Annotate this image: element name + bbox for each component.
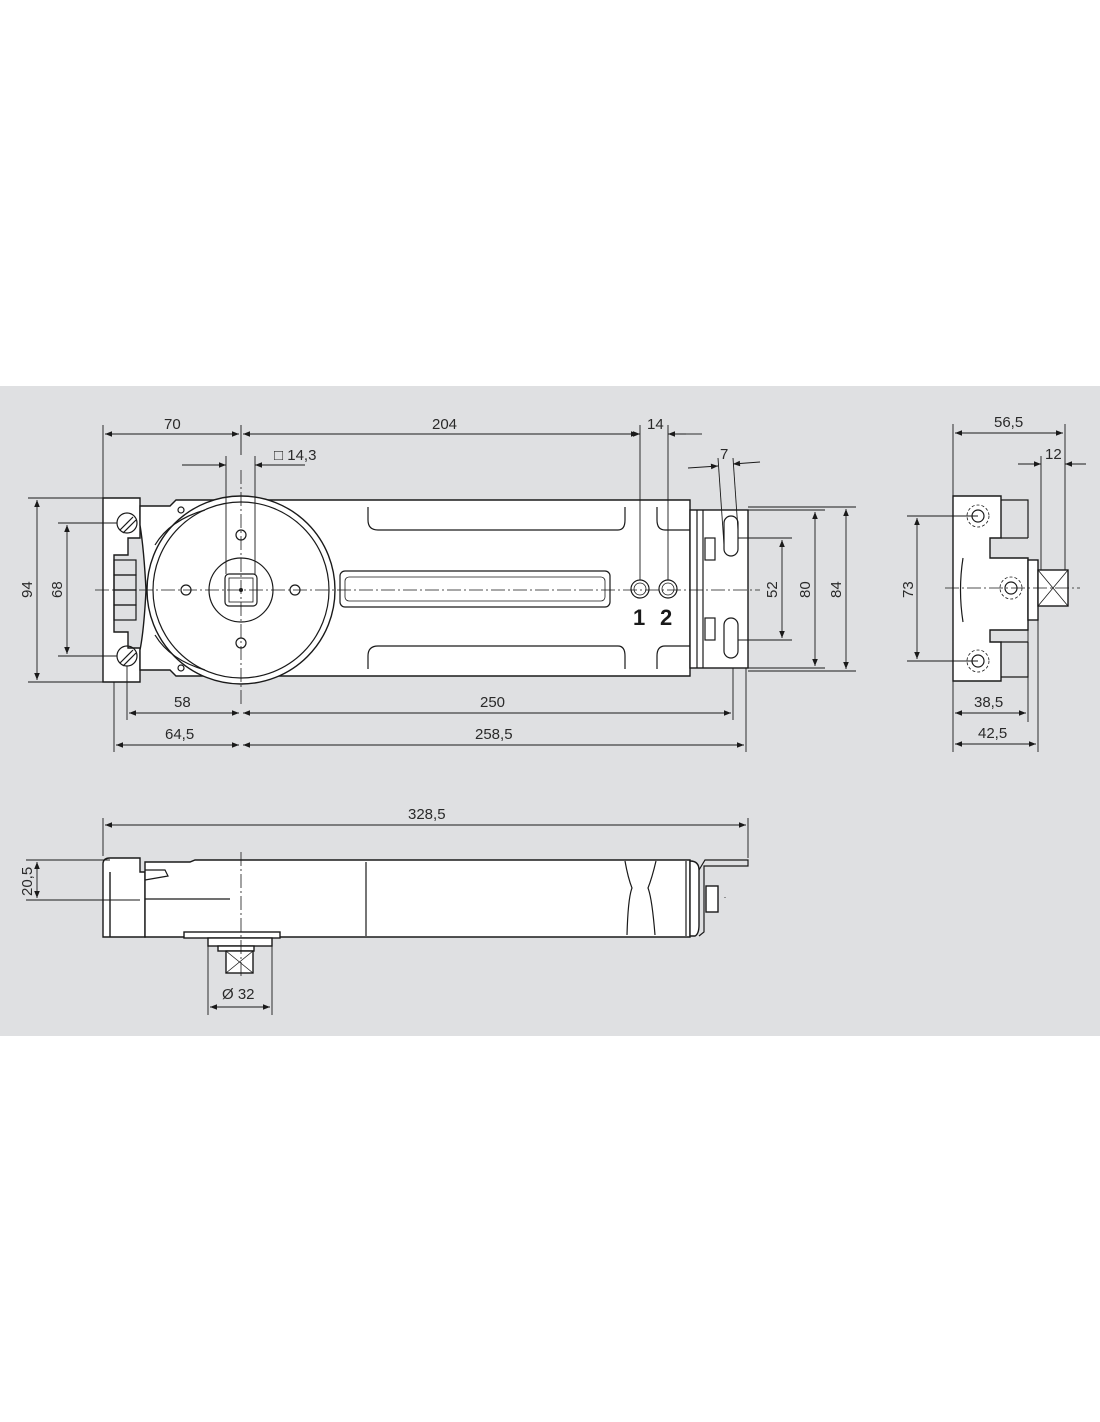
dim-12: 12: [1045, 446, 1062, 463]
top-view: 1 2 70 204 14 □ 14,3 7 94 68: [19, 416, 856, 752]
valve-label-2: 2: [660, 605, 672, 630]
dim-52: 52: [764, 581, 781, 598]
dim-square-14-3: □ 14,3: [274, 447, 316, 464]
dim-14: 14: [647, 416, 664, 433]
dim-94: 94: [19, 581, 36, 598]
dim-42-5: 42,5: [978, 725, 1007, 742]
dim-73: 73: [900, 581, 917, 598]
dim-204: 204: [432, 416, 457, 433]
dim-328-5: 328,5: [408, 806, 446, 823]
side-view: 56,5 12 73 38,5 42,5: [900, 414, 1086, 752]
dim-38-5: 38,5: [974, 694, 1003, 711]
dim-258-5: 258,5: [475, 726, 513, 743]
dim-68: 68: [49, 581, 66, 598]
valve-label-1: 1: [633, 605, 645, 630]
front-view: 328,5 20,5 Ø 32: [19, 806, 749, 1015]
dim-80: 80: [797, 581, 814, 598]
dim-64-5: 64,5: [165, 726, 194, 743]
dim-58: 58: [174, 694, 191, 711]
dim-diameter-32: Ø 32: [222, 986, 255, 1003]
dim-20-5: 20,5: [19, 867, 36, 896]
dim-84: 84: [828, 581, 845, 598]
dim-250: 250: [480, 694, 505, 711]
dim-7: 7: [720, 446, 728, 463]
dim-70: 70: [164, 416, 181, 433]
dim-56-5: 56,5: [994, 414, 1023, 431]
